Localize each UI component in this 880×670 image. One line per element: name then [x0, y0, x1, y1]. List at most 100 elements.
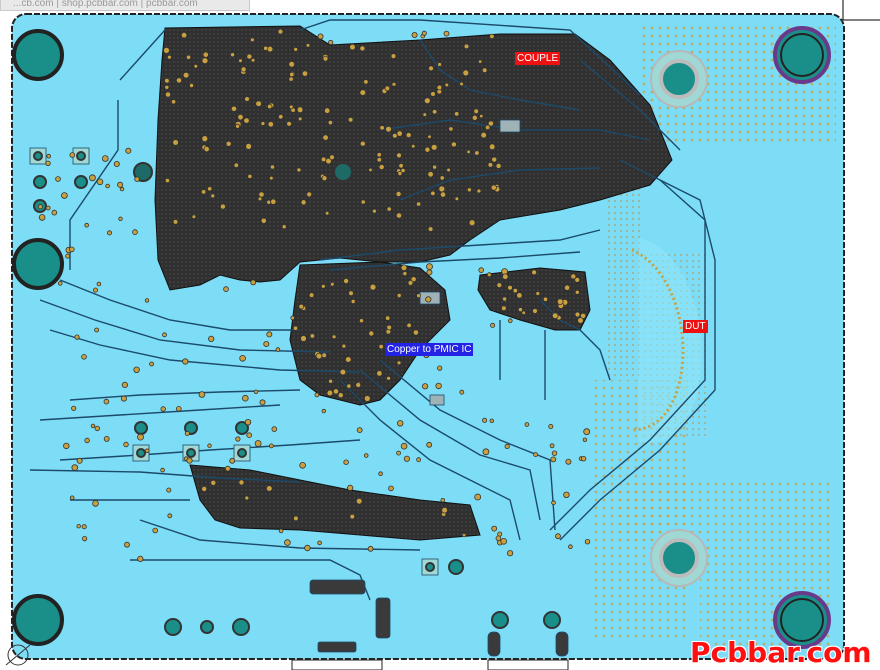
via [402, 271, 408, 277]
via [504, 443, 510, 449]
via [304, 544, 311, 552]
via [350, 298, 356, 304]
via [94, 327, 99, 333]
origin-marker [5, 644, 31, 666]
via [441, 506, 448, 514]
via [446, 167, 451, 173]
via [360, 199, 366, 205]
via [92, 500, 99, 507]
mounting-hole-top-right [773, 26, 831, 84]
via [478, 59, 483, 64]
via [349, 513, 356, 520]
via [119, 186, 125, 192]
via [63, 442, 70, 450]
via [296, 106, 304, 114]
via [120, 395, 127, 402]
via [403, 455, 410, 462]
vias [37, 28, 591, 563]
antenna-keepout-region [631, 238, 702, 443]
via [482, 417, 488, 423]
via [521, 310, 526, 315]
via [260, 217, 267, 224]
via [416, 457, 422, 463]
mounting-hole-left-mid [12, 238, 64, 290]
via [124, 541, 130, 548]
via [378, 471, 383, 477]
via [343, 277, 350, 284]
via [376, 157, 382, 163]
via [224, 465, 231, 472]
via [160, 467, 165, 473]
via [267, 103, 273, 110]
via [542, 296, 549, 302]
via [257, 196, 263, 202]
via [45, 205, 51, 211]
via [81, 353, 87, 360]
via [186, 54, 192, 60]
via [198, 391, 206, 398]
via [348, 290, 354, 297]
via [582, 437, 588, 442]
via [84, 222, 89, 228]
via [379, 125, 385, 131]
via [427, 171, 434, 178]
via [235, 123, 241, 129]
via [484, 124, 491, 131]
via [390, 53, 397, 59]
via [551, 450, 558, 456]
via [71, 464, 79, 471]
via [286, 120, 293, 127]
via [76, 457, 83, 464]
tooltip-banner: ...cb.com | shop.pcbbar.com | pcbbar.com [0, 0, 250, 11]
via [117, 181, 124, 188]
via [355, 382, 362, 388]
via [550, 456, 557, 463]
via [219, 203, 226, 210]
via [363, 79, 369, 85]
via [288, 61, 296, 68]
via [343, 459, 349, 465]
via [324, 107, 331, 114]
via [397, 420, 404, 427]
via [398, 163, 404, 169]
via [462, 69, 470, 77]
via [448, 126, 454, 132]
via [172, 139, 179, 146]
via [81, 524, 87, 530]
via [207, 186, 213, 192]
via [249, 37, 255, 43]
via [203, 146, 210, 153]
via [349, 43, 356, 51]
via [432, 164, 438, 170]
via [278, 528, 284, 534]
via [327, 120, 333, 126]
via [378, 343, 384, 350]
via [431, 109, 438, 115]
via [502, 273, 509, 280]
via [563, 491, 570, 498]
via [107, 230, 113, 236]
via [308, 292, 315, 298]
via [400, 442, 408, 450]
via [450, 141, 457, 148]
via [331, 334, 337, 340]
via [476, 188, 482, 194]
via [289, 71, 295, 78]
via [454, 196, 460, 202]
via [238, 479, 245, 486]
via [237, 113, 244, 121]
via [182, 358, 189, 365]
via [201, 485, 208, 492]
via [385, 125, 392, 133]
via [341, 343, 347, 349]
via [435, 382, 442, 390]
via [186, 457, 193, 464]
via [90, 423, 96, 429]
via [320, 283, 326, 289]
via [486, 272, 492, 278]
via [489, 418, 494, 423]
via [416, 293, 421, 299]
via [563, 284, 571, 291]
via [134, 176, 140, 182]
